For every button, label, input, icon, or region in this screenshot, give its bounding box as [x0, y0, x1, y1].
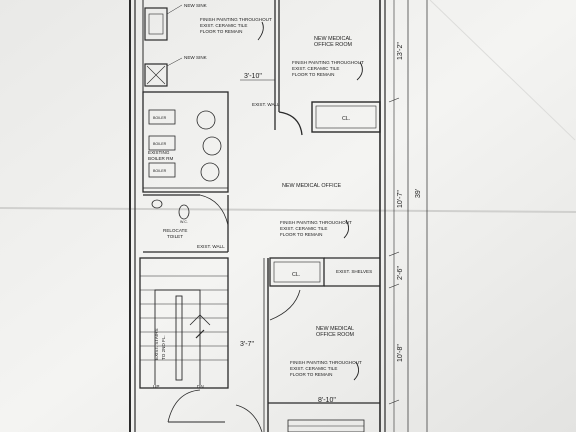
dimension-3-10: 3'-10"	[244, 73, 262, 80]
stairs-label-2: TO 2ND FL.	[161, 335, 166, 360]
finish-note-a-line-1: FINISH PAINTING THROUGHOUT	[200, 17, 272, 22]
boiler-label: BOILER	[153, 116, 167, 120]
relocate-toilet-2: TOILET	[167, 234, 183, 239]
utility-column	[142, 7, 229, 193]
dimension-10-8: 10'-8"	[397, 344, 404, 362]
bottom-doors	[167, 389, 263, 432]
finish-note-a: FINISH PAINTING THROUGHOUT EXIST. CERAMI…	[200, 17, 272, 41]
stairs-down-label: DN	[197, 384, 204, 389]
finish-note-d-line-3: FLOOR TO REMAIN	[290, 372, 332, 377]
finish-note-d: FINISH PAINTING THROUGHOUT EXIST. CERAMI…	[290, 360, 362, 381]
finish-note-c: FINISH PAINTING THROUGHOUT EXIST. CERAMI…	[280, 219, 352, 239]
stairs-label-1: EXIST. STAIRS	[154, 328, 159, 360]
finish-note-b-line-1: FINISH PAINTING THROUGHOUT	[292, 60, 364, 65]
dimension-13-2: 13'-2"	[397, 42, 404, 60]
finish-note-c-line-3: FLOOR TO REMAIN	[280, 232, 322, 237]
boiler-room-label-2: BOILER RM	[148, 156, 173, 161]
relocate-toilet-1: RELOCATE	[163, 228, 187, 233]
closet-top-label: CL.	[342, 116, 350, 122]
wc-label: W.C.	[180, 220, 188, 224]
dimension-2-6: 2'-6"	[397, 266, 404, 280]
closet-top	[311, 101, 381, 133]
medical-office-label: NEW MEDICAL OFFICE	[282, 183, 342, 189]
finish-note-c-line-1: FINISH PAINTING THROUGHOUT	[280, 220, 352, 225]
boiler-group: BOILER BOILER BOILER	[148, 109, 222, 182]
finish-note-a-line-3: FLOOR TO REMAIN	[200, 29, 242, 34]
finish-note-d-line-1: FINISH PAINTING THROUGHOUT	[290, 360, 362, 365]
closet-low-label: CL.	[292, 272, 300, 278]
paper-crease	[429, 0, 576, 141]
lower-room-walls	[263, 257, 380, 432]
new-sink-label-mid: NEW SINK	[184, 55, 208, 60]
existing-wall-label-low: EXIST. WALL	[197, 244, 225, 249]
existing-wall-label-mid: EXIST. WALL	[252, 102, 280, 107]
dimension-3-7: 3'-7"	[240, 341, 254, 348]
paper-fold	[0, 207, 576, 213]
outer-walls	[129, 0, 428, 432]
finish-note-a-line-2: EXIST. CERAMIC TILE	[200, 23, 247, 28]
stairs-up-label: UP	[153, 384, 159, 389]
room-top-label-1: NEW MEDICAL	[314, 36, 352, 42]
new-sink-label-top: NEW SINK	[184, 3, 208, 8]
room-top-label-2: OFFICE ROOM	[314, 42, 353, 48]
room-bottom-label-2: OFFICE ROOM	[316, 332, 355, 338]
shelves-label: EXIST. SHELVES	[336, 269, 372, 274]
dimension-ticks	[388, 0, 400, 432]
finish-note-d-line-2: EXIST. CERAMIC TILE	[290, 366, 337, 371]
boiler-label: BOILER	[153, 142, 167, 146]
dimension-39: 39'	[415, 189, 422, 198]
boiler-room-label-1: EXISTING	[148, 150, 170, 155]
finish-note-c-line-2: EXIST. CERAMIC TILE	[280, 226, 327, 231]
room-bottom-label-1: NEW MEDICAL	[316, 326, 354, 332]
boiler-label: BOILER	[153, 169, 167, 173]
finish-note-b-line-3: FLOOR TO REMAIN	[292, 72, 334, 77]
finish-note-b: FINISH PAINTING THROUGHOUT EXIST. CERAMI…	[292, 60, 364, 81]
dimension-10-7: 10'-7"	[397, 190, 404, 208]
finish-note-b-line-2: EXIST. CERAMIC TILE	[292, 66, 339, 71]
toilet-area	[143, 194, 229, 252]
dimension-8-10: 8'-10"	[318, 397, 336, 404]
stairwell	[139, 257, 229, 389]
upper-walls	[240, 0, 303, 136]
